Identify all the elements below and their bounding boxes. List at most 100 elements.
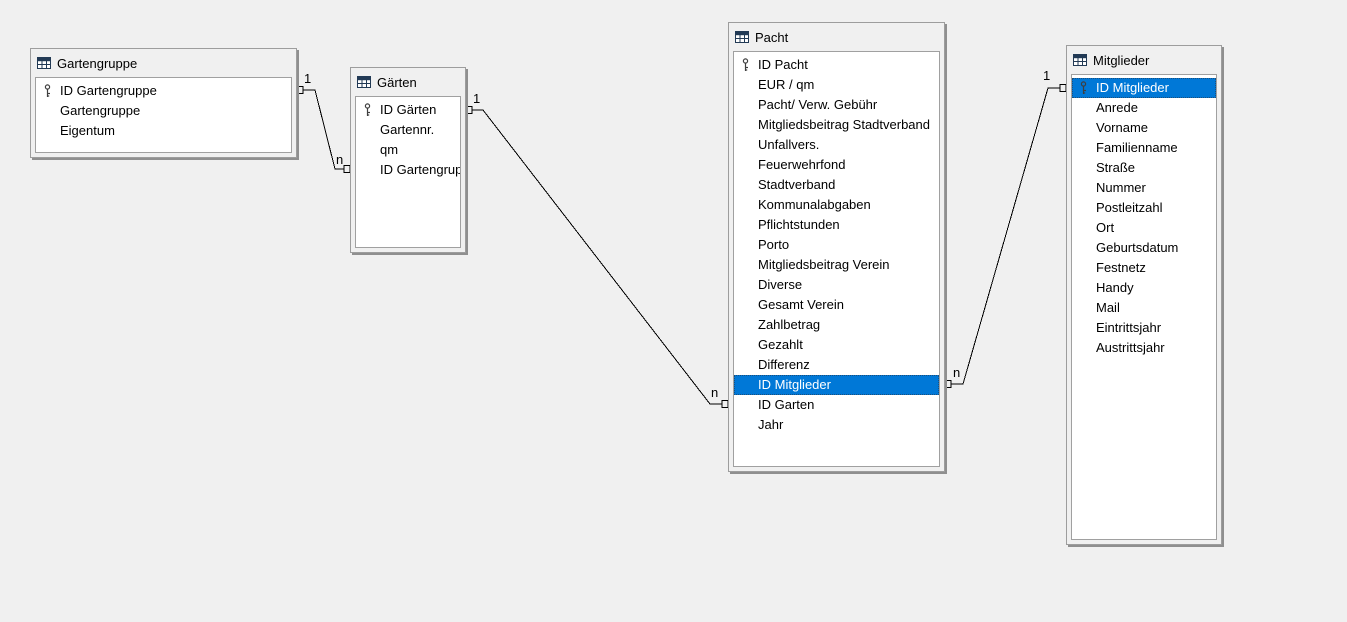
field-row[interactable]: Nummer <box>1072 178 1216 198</box>
field-row[interactable]: Differenz <box>734 355 939 375</box>
field-row[interactable]: Eintrittsjahr <box>1072 318 1216 338</box>
table-title: Gärten <box>377 75 417 90</box>
field-label: Mail <box>1096 300 1120 315</box>
relation-line[interactable] <box>472 110 722 404</box>
field-row[interactable]: EUR / qm <box>734 75 939 95</box>
field-label: ID Garten <box>758 397 814 412</box>
field-row[interactable]: Gartengruppe <box>36 101 291 121</box>
field-row[interactable]: Gezahlt <box>734 335 939 355</box>
field-list: ID GartengruppeGartengruppeEigentum <box>35 77 292 153</box>
field-list: ID PachtEUR / qm Pacht/ Verw. GebührMitgl… <box>733 51 940 467</box>
field-label: Porto <box>758 237 789 252</box>
field-row[interactable]: Eigentum <box>36 121 291 141</box>
relation-connector[interactable] <box>297 87 303 94</box>
field-row[interactable]: ID Pacht <box>734 55 939 75</box>
field-row[interactable]: Diverse <box>734 275 939 295</box>
field-label: Gezahlt <box>758 337 803 352</box>
field-row[interactable]: ID Garten <box>734 395 939 415</box>
field-row[interactable]: Zahlbetrag <box>734 315 939 335</box>
table-window-pacht[interactable]: Pacht ID PachtEUR / qm Pacht/ Verw. Gebühr… <box>728 22 945 472</box>
field-label: Handy <box>1096 280 1134 295</box>
field-row[interactable]: Jahr <box>734 415 939 435</box>
table-header-gartengruppe[interactable]: Gartengruppe <box>35 49 292 77</box>
field-label: Jahr <box>758 417 783 432</box>
field-row[interactable]: Straße <box>1072 158 1216 178</box>
field-label: ID Mitglieder <box>758 377 831 392</box>
relation-line[interactable] <box>951 88 1060 384</box>
field-row[interactable]: Vorname <box>1072 118 1216 138</box>
field-list: ID MitgliederAnredeVornameFamiliennameSt… <box>1071 74 1217 540</box>
table-icon <box>1073 54 1087 67</box>
field-row[interactable]: ID Gartengruppe <box>356 160 460 180</box>
field-label: EUR / qm <box>758 77 814 92</box>
table-header-pacht[interactable]: Pacht <box>733 23 940 51</box>
field-label: ID Gartengruppe <box>60 83 157 98</box>
table-title: Mitglieder <box>1093 53 1149 68</box>
field-row[interactable]: Pflichtstunden <box>734 215 939 235</box>
field-label: Eigentum <box>60 123 115 138</box>
field-label: Familienname <box>1096 140 1178 155</box>
table-header-gaerten[interactable]: Gärten <box>355 68 461 96</box>
field-row[interactable]: ID Gartengruppe <box>36 81 291 101</box>
field-row[interactable]: Handy <box>1072 278 1216 298</box>
field-row[interactable]: Gesamt Verein <box>734 295 939 315</box>
field-row[interactable]: Mitgliedsbeitrag Verein <box>734 255 939 275</box>
table-icon <box>37 57 51 70</box>
primary-key-icon <box>1079 81 1088 95</box>
relation-gaerten-pacht[interactable]: 1n <box>466 91 728 408</box>
field-label: Festnetz <box>1096 260 1146 275</box>
field-label: Pacht/ Verw. Gebühr <box>758 97 877 112</box>
field-row[interactable]: Geburtsdatum <box>1072 238 1216 258</box>
cardinality-label: 1 <box>304 71 311 86</box>
field-row[interactable]: Stadtverband <box>734 175 939 195</box>
primary-key-icon <box>43 84 52 98</box>
table-window-gaerten[interactable]: Gärten ID GärtenGartennr. qmID Gartengrupp… <box>350 67 466 253</box>
field-label: ID Gärten <box>380 102 436 117</box>
table-icon <box>735 31 749 44</box>
table-icon <box>357 76 371 89</box>
field-row[interactable]: Feuerwehrfond <box>734 155 939 175</box>
relation-connector[interactable] <box>945 381 951 388</box>
field-label: Straße <box>1096 160 1135 175</box>
field-row[interactable]: Mitgliedsbeitrag Stadtverband <box>734 115 939 135</box>
primary-key-icon <box>741 58 750 72</box>
field-row[interactable]: ID Gärten <box>356 100 460 120</box>
field-label: Eintrittsjahr <box>1096 320 1161 335</box>
field-label: Differenz <box>758 357 810 372</box>
field-label: ID Mitglieder <box>1096 80 1169 95</box>
field-row[interactable]: Porto <box>734 235 939 255</box>
table-window-mitglieder[interactable]: Mitglieder ID MitgliederAnredeVornameFami… <box>1066 45 1222 545</box>
field-row[interactable]: qm <box>356 140 460 160</box>
relation-connector[interactable] <box>466 107 472 114</box>
field-label: Feuerwehrfond <box>758 157 845 172</box>
field-label: Mitgliedsbeitrag Stadtverband <box>758 117 930 132</box>
field-row[interactable]: Postleitzahl <box>1072 198 1216 218</box>
field-row[interactable]: Familienname <box>1072 138 1216 158</box>
field-row[interactable]: Anrede <box>1072 98 1216 118</box>
field-row[interactable]: Mail <box>1072 298 1216 318</box>
relation-gartengruppe-gaerten[interactable]: 1n <box>297 71 350 173</box>
field-label: Austrittsjahr <box>1096 340 1165 355</box>
field-row[interactable]: Austrittsjahr <box>1072 338 1216 358</box>
field-row[interactable]: ID Mitglieder <box>1072 78 1216 98</box>
field-label: Geburtsdatum <box>1096 240 1178 255</box>
field-row[interactable]: Gartennr. <box>356 120 460 140</box>
field-label: Gartennr. <box>380 122 434 137</box>
table-title: Gartengruppe <box>57 56 137 71</box>
field-row[interactable]: ID Mitglieder <box>734 375 939 395</box>
table-window-gartengruppe[interactable]: GartengruppeID GartengruppeGartengruppeE… <box>30 48 297 158</box>
field-label: Postleitzahl <box>1096 200 1162 215</box>
cardinality-label: n <box>336 152 343 167</box>
table-header-mitglieder[interactable]: Mitglieder <box>1071 46 1217 74</box>
field-label: Vorname <box>1096 120 1148 135</box>
field-row[interactable]: Kommunalabgaben <box>734 195 939 215</box>
field-label: Ort <box>1096 220 1114 235</box>
field-row[interactable]: Festnetz <box>1072 258 1216 278</box>
cardinality-label: n <box>953 365 960 380</box>
field-row[interactable]: Ort <box>1072 218 1216 238</box>
field-row[interactable]: Pacht/ Verw. Gebühr <box>734 95 939 115</box>
field-row[interactable]: Unfallvers. <box>734 135 939 155</box>
relation-pacht-mitglieder[interactable]: n1 <box>945 68 1066 388</box>
field-label: Kommunalabgaben <box>758 197 871 212</box>
